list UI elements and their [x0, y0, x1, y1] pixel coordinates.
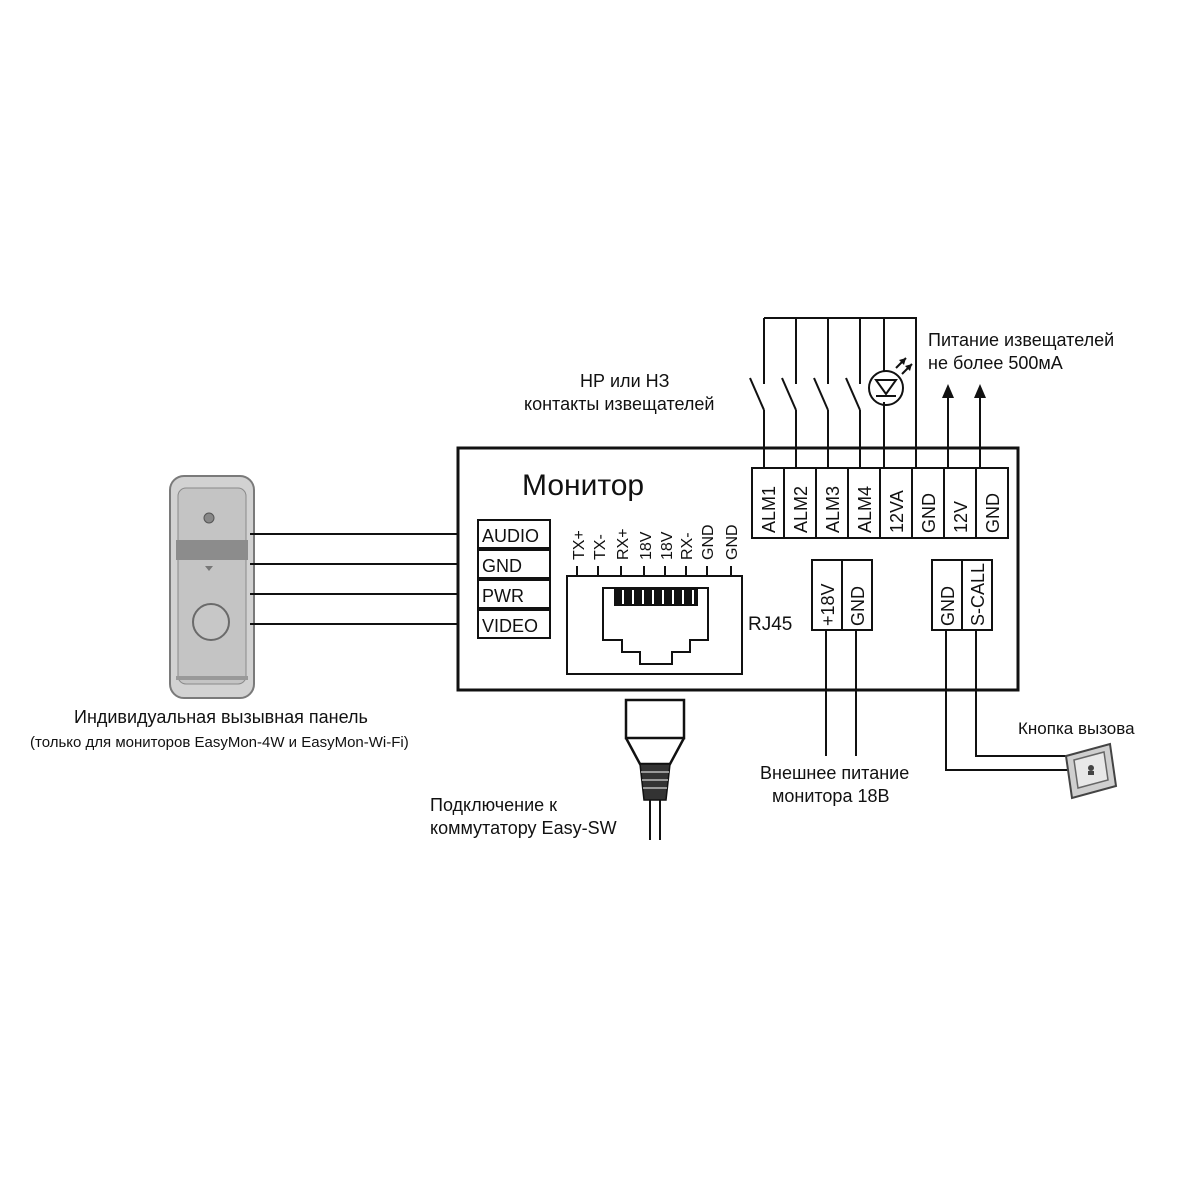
terminal-plus18v: +18V	[818, 583, 838, 626]
rj45-cable-plug	[624, 698, 686, 840]
terminal-alm2: ALM2	[791, 486, 811, 533]
switch-label-line2: коммутатору Easy-SW	[430, 818, 617, 838]
call-button-icon	[192, 603, 230, 641]
terminal-video: VIDEO	[482, 616, 538, 636]
rj45-socket	[566, 575, 743, 675]
camera-icon	[203, 512, 215, 524]
call-button-device	[1064, 742, 1118, 800]
terminal-gnd-top1: GND	[919, 493, 939, 533]
contacts-label-line1: НР или НЗ	[580, 371, 670, 391]
sensor-power-label-line2: не более 500мА	[928, 353, 1063, 373]
terminal-pwr: PWR	[482, 586, 524, 606]
rj45-pin-3: RX+	[615, 528, 632, 560]
left-terminal-block: AUDIO GND PWR VIDEO	[477, 519, 551, 639]
terminal-alm1: ALM1	[759, 486, 779, 533]
top-terminal-block: ALM1 ALM2 ALM3 ALM4 12VA GND 12V GND	[751, 467, 1009, 539]
panel-label-line2: (только для мониторов EasyMon-4W и EasyM…	[30, 734, 409, 751]
ext-power-label-line1: Внешнее питание	[760, 763, 909, 783]
rj45-pin-labels: TX+ TX- RX+ 18V 18V RX- GND GND	[571, 524, 741, 560]
terminal-12v: 12V	[951, 501, 971, 533]
panel-wires	[250, 533, 478, 625]
monitor-title: Монитор	[522, 469, 644, 502]
terminal-alm3: ALM3	[823, 486, 843, 533]
contacts-label-line2: контакты извещателей	[524, 394, 714, 414]
rj45-pin-8: GND	[724, 524, 741, 560]
terminal-gnd: GND	[482, 556, 522, 576]
rj45-pin-4: 18V	[638, 531, 655, 560]
call-button-label: Кнопка вызова	[1018, 719, 1135, 738]
rj45-pin-7: GND	[700, 524, 717, 560]
terminal-audio: AUDIO	[482, 526, 539, 546]
sensor-wiring	[749, 317, 917, 468]
sensor-power-label-line1: Питание извещателей	[928, 330, 1114, 350]
switch-label-line1: Подключение к	[430, 795, 557, 815]
sensor-power-arrows	[942, 384, 986, 468]
rj45-pin-6: RX-	[679, 532, 696, 560]
terminal-gnd-top2: GND	[983, 493, 1003, 533]
led-indicator-icon	[868, 357, 913, 406]
rj45-pin-2: TX-	[592, 534, 609, 560]
rj45-label: RJ45	[748, 614, 792, 635]
rj45-pin-5: 18V	[659, 531, 676, 560]
terminal-s-call: S-CALL	[968, 563, 988, 626]
call-panel-device	[169, 475, 255, 699]
ext-power-label-line2: монитора 18В	[772, 786, 889, 806]
terminal-alm4: ALM4	[855, 486, 875, 533]
power-terminal-block: +18V GND	[811, 559, 873, 756]
rj45-pin-1: TX+	[571, 530, 588, 560]
terminal-12va: 12VA	[887, 490, 907, 533]
panel-label-line1: Индивидуальная вызывная панель	[74, 707, 368, 727]
terminal-gnd-call: GND	[938, 586, 958, 626]
terminal-gnd-power: GND	[848, 586, 868, 626]
call-terminal-block: GND S-CALL	[931, 559, 1078, 771]
